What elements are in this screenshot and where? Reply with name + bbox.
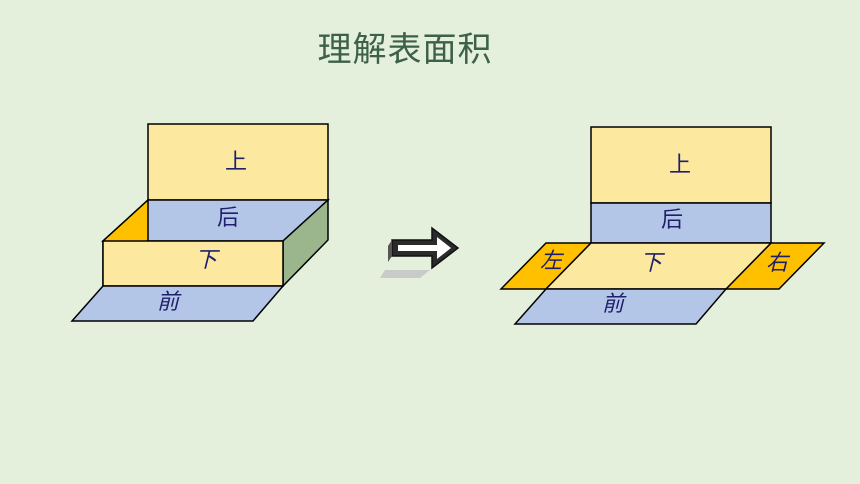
- net-front-face: [513, 288, 728, 325]
- box-net: 上 后 左 下 右 前: [499, 126, 826, 325]
- net-front-label: 前: [602, 292, 627, 317]
- box-top-label: 上: [225, 150, 247, 175]
- box-bottom-face: [102, 240, 284, 287]
- box-3d: 上 后 下 前: [70, 123, 330, 322]
- net-bottom-label: 下: [640, 251, 666, 276]
- net-top-label: 上: [669, 153, 691, 178]
- page-title: 理解表面积: [317, 30, 493, 70]
- net-back-label: 后: [661, 208, 683, 233]
- box-front-face: [70, 285, 285, 322]
- net-left-label: 左: [540, 249, 565, 274]
- box-bottom-label: 下: [195, 248, 221, 273]
- net-right-label: 右: [766, 251, 791, 276]
- box-back-label: 后: [217, 206, 239, 231]
- right-arrow-icon: [380, 226, 460, 278]
- box-front-label: 前: [157, 290, 182, 315]
